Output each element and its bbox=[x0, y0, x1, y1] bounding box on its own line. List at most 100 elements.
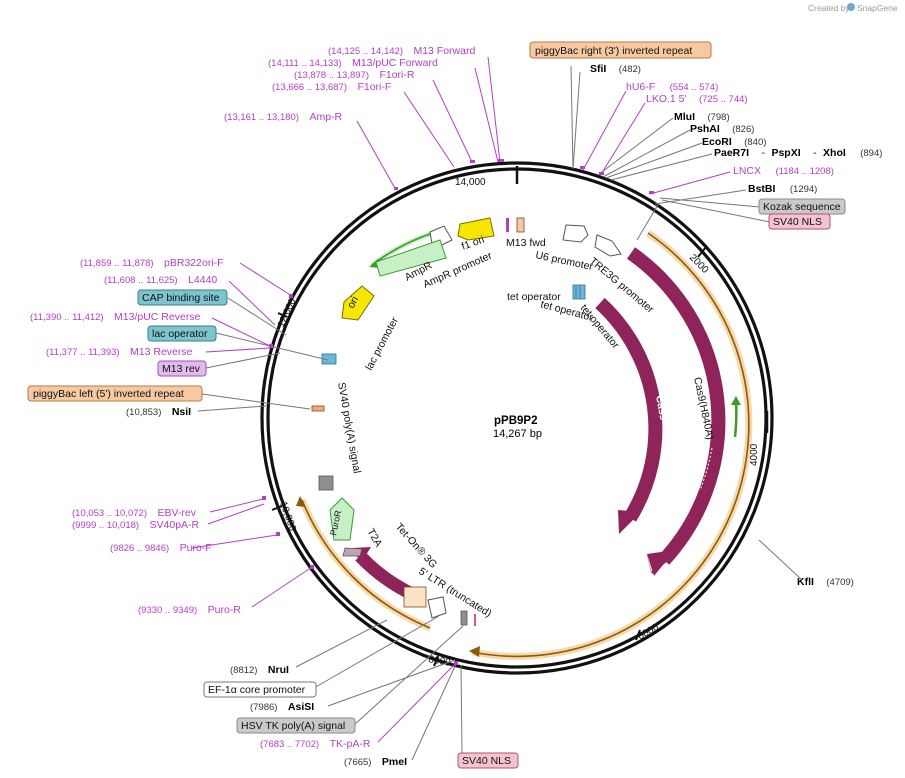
sv40-nls-box-top[interactable] bbox=[768, 213, 831, 230]
inner-green-arc bbox=[733, 399, 738, 438]
ltr-block[interactable] bbox=[403, 586, 427, 608]
piggybac-left-box[interactable] bbox=[27, 385, 203, 402]
leader-asisi bbox=[327, 659, 456, 707]
lko-label[interactable]: LKO.1 5' (725 .. 744) bbox=[646, 89, 748, 106]
cap-binding-site-label: CAP binding site bbox=[142, 292, 220, 304]
ampr-promoter-arrow[interactable] bbox=[429, 225, 453, 247]
label-sv40-polya: SV40 poly(A) signal bbox=[335, 381, 363, 474]
cap-binding-site-box[interactable] bbox=[137, 289, 228, 306]
ecori-label[interactable]: EcoRI (840) bbox=[702, 132, 766, 149]
m13-rev-box[interactable] bbox=[157, 360, 207, 377]
leader-puro-f bbox=[191, 534, 278, 549]
sv40-nls-label-top: SV40 NLS bbox=[773, 216, 822, 228]
leader-piggybac-right bbox=[570, 65, 574, 170]
label-tet-operator-1: tet operator bbox=[507, 291, 561, 303]
f1ori-r-label[interactable]: (13,878 .. 13,897) F1ori-R bbox=[294, 65, 415, 82]
leader-kfli bbox=[758, 539, 802, 580]
label-5-ltr: 5' LTR (truncated) bbox=[416, 565, 493, 619]
label-ori: ori bbox=[345, 294, 361, 310]
label-cas9: Cas9 bbox=[653, 394, 669, 421]
piggybac-right-box[interactable] bbox=[529, 41, 712, 59]
f1-ori-arrow[interactable] bbox=[457, 217, 495, 241]
piggybac-left-arrowhead-icon bbox=[296, 496, 306, 507]
t2a-block[interactable] bbox=[342, 547, 363, 557]
hu6-f-label[interactable]: hU6-F (554 .. 574) bbox=[626, 77, 718, 94]
paer7i-label[interactable]: PaeR7I - PspXI - XhoI (894) bbox=[714, 143, 882, 160]
mlui-label[interactable]: MluI (798) bbox=[674, 107, 730, 124]
tk-pa-r-label[interactable]: (7683 .. 7702) TK-pA-R bbox=[260, 734, 371, 751]
ef1a-promoter-arrow[interactable] bbox=[427, 596, 447, 619]
m13-puc-forward-label[interactable]: (14,111 .. 14,133) M13/pUC Forward bbox=[268, 53, 438, 70]
leader-lncx bbox=[649, 171, 731, 195]
f1ori-f-label[interactable]: (13,666 .. 13,687) F1ori-F bbox=[272, 77, 391, 94]
leader-sv40-nls bbox=[661, 199, 771, 223]
leader-pshai bbox=[602, 129, 691, 178]
puror-arrow[interactable] bbox=[329, 497, 355, 541]
tick-mark-10000 bbox=[271, 505, 283, 511]
m13-forward-label[interactable]: (14,125 .. 14,142) M13 Forward bbox=[328, 41, 475, 58]
leader-m13-forward bbox=[487, 56, 501, 163]
cas9-arc[interactable] bbox=[595, 297, 663, 522]
leader-sv40-nls-bottom bbox=[460, 664, 463, 754]
m13fwd-primer-mark bbox=[506, 218, 509, 232]
leader-piggybac-left bbox=[201, 393, 311, 410]
cas9-h840a-arc[interactable] bbox=[626, 247, 726, 565]
puro-r-label[interactable]: (9330 .. 9349) Puro-R bbox=[138, 600, 241, 617]
label-m13-fwd: M13 fwd bbox=[506, 237, 546, 249]
sv40-polya-block[interactable] bbox=[318, 475, 334, 491]
nsii-label[interactable]: (10,853) NsiI bbox=[126, 402, 191, 419]
tick-label-8000: 8000 bbox=[427, 654, 451, 669]
leader-hu6-f bbox=[582, 90, 627, 171]
leader-sv40pa-r bbox=[207, 503, 265, 525]
leader-tk-pa-r bbox=[377, 662, 457, 743]
tick-mark-8000 bbox=[433, 655, 439, 667]
leader-amp-r bbox=[356, 120, 397, 191]
sfii-label[interactable]: SfiI (482) bbox=[590, 59, 641, 76]
watermark-brand: SnapGene bbox=[857, 3, 898, 13]
pmei-label[interactable]: (7665) PmeI bbox=[344, 752, 407, 769]
amp-r-label[interactable]: (13,161 .. 13,180) Amp-R bbox=[224, 107, 343, 124]
m13-reverse-label[interactable]: (11,377 .. 11,393) M13 Reverse bbox=[46, 342, 193, 359]
leader-f1ori-f bbox=[403, 91, 455, 168]
backbone-outer bbox=[260, 161, 774, 675]
leader-nsii bbox=[197, 405, 267, 412]
tet-operator-block[interactable] bbox=[572, 284, 586, 300]
sv40-nls-box-bottom[interactable] bbox=[457, 752, 519, 769]
leader-hsv-tk bbox=[353, 625, 464, 726]
leader-ebv-rev bbox=[209, 498, 264, 513]
pbr322ori-f-label[interactable]: (11,859 .. 11,878) pBR322ori-F bbox=[80, 253, 224, 270]
ebv-rev-label[interactable]: (10,053 .. 10,072) EBV-rev bbox=[72, 503, 197, 520]
l4440-label[interactable]: (11,608 .. 11,625) L4440 bbox=[104, 270, 217, 287]
tre3g-promoter-arrow[interactable] bbox=[594, 234, 622, 257]
ef1a-core-promoter-box[interactable] bbox=[203, 681, 317, 698]
cas9-h840a-dash bbox=[699, 447, 713, 491]
lncx-label[interactable]: LNCX (1184 .. 1208) bbox=[733, 161, 834, 178]
tick-mark-6000 bbox=[635, 629, 641, 641]
leader-mlui bbox=[597, 117, 674, 176]
m13fwd-block[interactable] bbox=[516, 217, 525, 233]
leader-l4440 bbox=[228, 280, 276, 326]
cas9-arrowhead-icon bbox=[618, 510, 641, 534]
pshai-label[interactable]: PshAI (826) bbox=[690, 119, 754, 136]
lac-operator-box[interactable] bbox=[147, 325, 217, 342]
hsv-tk-polya-box[interactable] bbox=[236, 717, 356, 734]
puro-f-label[interactable]: (9826 .. 9846) Puro-F bbox=[110, 538, 212, 555]
nrui-label[interactable]: (8812) NruI bbox=[230, 660, 289, 677]
ori-arrow[interactable] bbox=[341, 285, 375, 321]
leader-paer7i bbox=[610, 153, 713, 181]
bstbi-label[interactable]: BstBI (1294) bbox=[748, 179, 817, 196]
leader-pmei bbox=[411, 663, 457, 761]
ef1a-core-promoter-label: EF-1α core promoter bbox=[208, 684, 306, 696]
plasmid-name: pPB9P2 bbox=[494, 415, 537, 427]
hsv-tk-polya-block[interactable] bbox=[460, 610, 468, 626]
asisi-label[interactable]: (7986) AsiSI bbox=[250, 697, 314, 714]
m13-puc-reverse-label[interactable]: (11,390 .. 11,412) M13/pUC Reverse bbox=[30, 307, 201, 324]
u6-promoter-arrow[interactable] bbox=[562, 224, 589, 243]
label-teton-3g: Tet-On® 3G bbox=[393, 521, 440, 571]
leader-tre3g-region bbox=[636, 202, 660, 241]
sv40pa-r-label[interactable]: (9999 .. 10,018) SV40pA-R bbox=[72, 515, 200, 532]
leader-m13-reverse bbox=[205, 347, 271, 353]
kfli-label[interactable]: KflI (4709) bbox=[797, 572, 854, 589]
ampr-arrow[interactable] bbox=[375, 239, 447, 277]
